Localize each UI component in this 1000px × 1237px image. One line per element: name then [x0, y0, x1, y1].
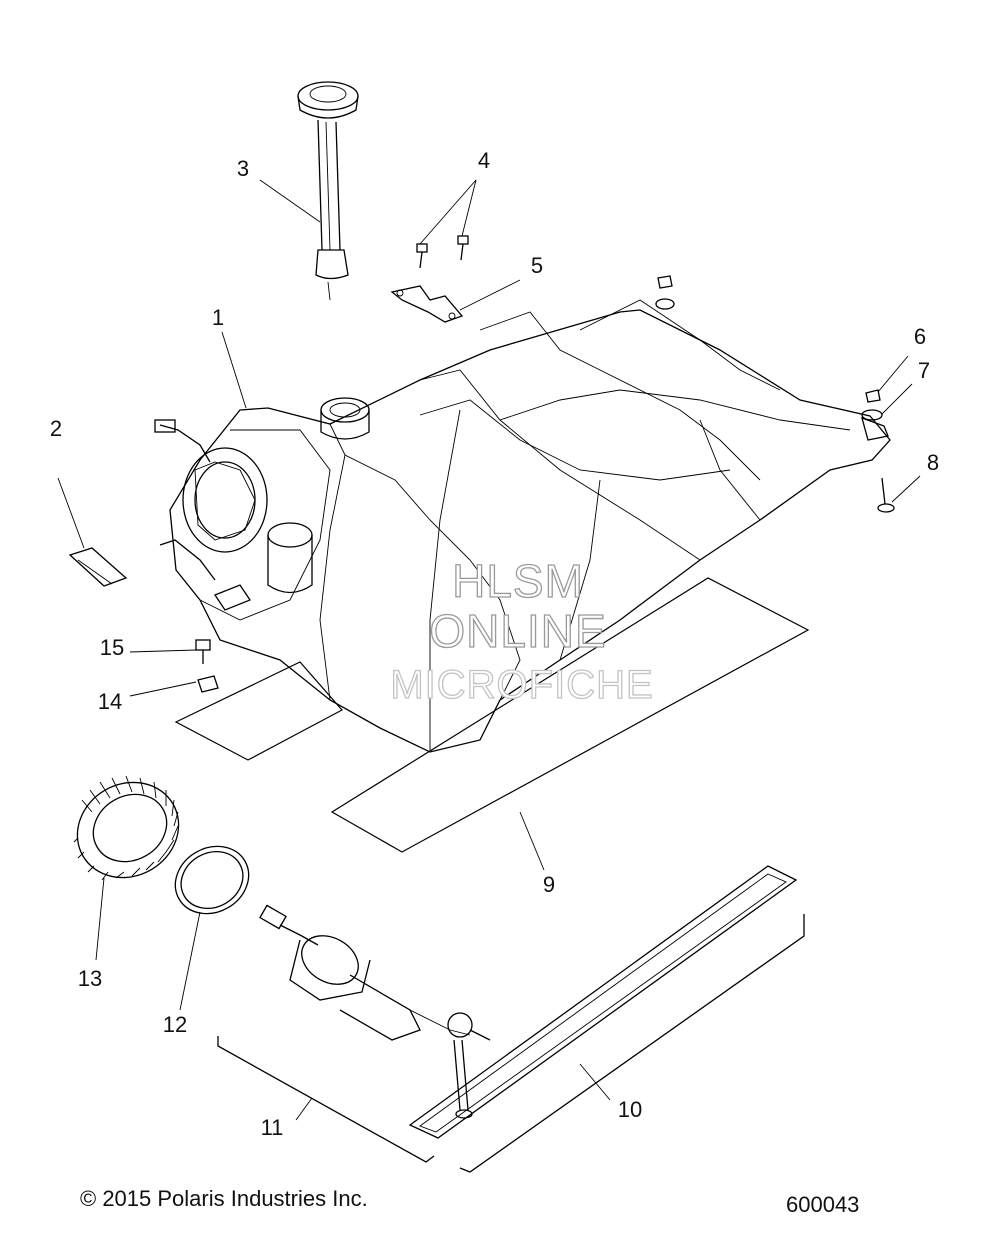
- watermark-line-1: HLSM: [452, 555, 584, 607]
- pad-small: [174, 661, 343, 761]
- fuel-pump: [259, 904, 491, 1119]
- callout-14: 14: [98, 689, 122, 714]
- callout-1: 1: [212, 305, 224, 330]
- watermark-line-2: ONLINE: [429, 605, 606, 657]
- callout-8: 8: [927, 450, 939, 475]
- callout-2: 2: [50, 416, 62, 441]
- pad-large: [330, 577, 810, 853]
- group-brackets: [217, 914, 805, 1173]
- gasket: [174, 845, 250, 915]
- callout-6: 6: [914, 324, 926, 349]
- callout-13: 13: [78, 966, 102, 991]
- callout-10: 10: [618, 1097, 642, 1122]
- callout-7: 7: [918, 358, 930, 383]
- drawing-number: 600043: [786, 1192, 859, 1217]
- callout-12: 12: [163, 1012, 187, 1037]
- lock-ring: [73, 775, 180, 881]
- bracket: [390, 285, 464, 323]
- small-hardware: [195, 639, 219, 693]
- watermark: HLSM ONLINE MICROFICHE: [390, 554, 654, 707]
- nut-washer-bolt: [655, 275, 895, 513]
- fuel-sender: [297, 81, 359, 301]
- callout-4: 4: [478, 148, 490, 173]
- clip: [68, 547, 128, 587]
- copyright-text: © 2015 Polaris Industries Inc.: [80, 1186, 368, 1211]
- callout-11: 11: [261, 1115, 284, 1140]
- callout-5: 5: [531, 253, 543, 278]
- leader-lines: [57, 179, 921, 1121]
- fuel-tank: [154, 299, 891, 753]
- callouts: 1 2 3 4 5 6 7 8 9 10 11 12 13 14 15: [50, 148, 939, 1140]
- bolts: [416, 235, 469, 269]
- callout-15: 15: [100, 635, 124, 660]
- watermark-line-3: MICROFICHE: [390, 663, 653, 707]
- strip: [408, 865, 798, 1139]
- callout-3: 3: [237, 156, 249, 181]
- callout-9: 9: [543, 872, 555, 897]
